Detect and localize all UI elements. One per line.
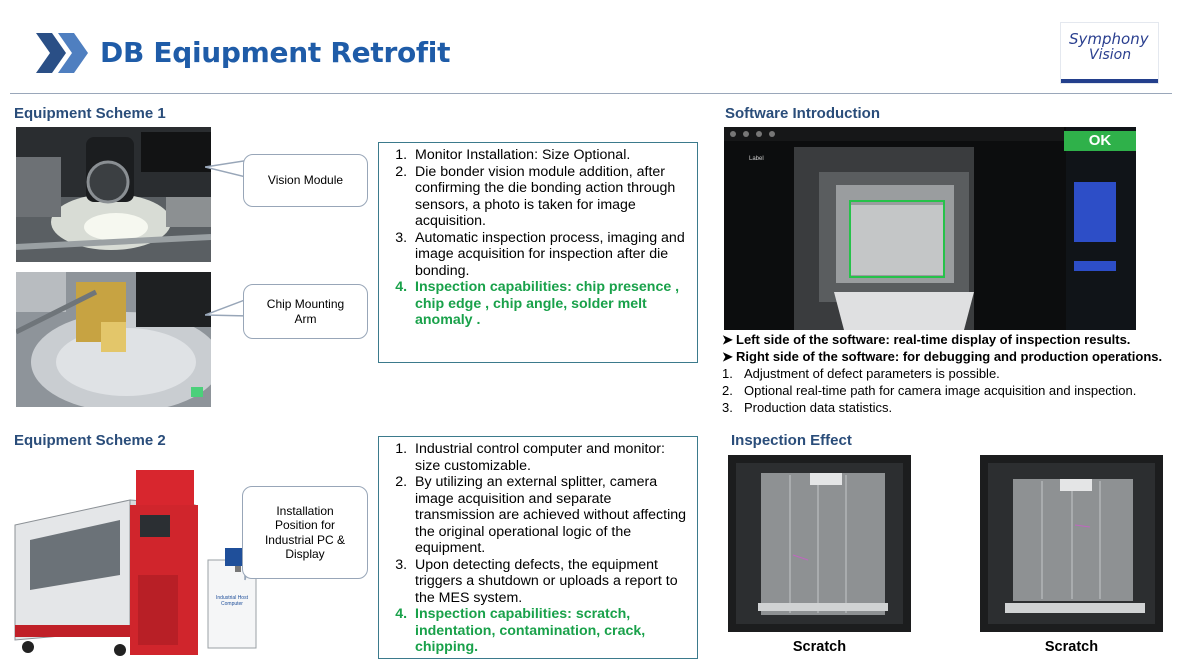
inspection-title: Inspection Effect [731, 432, 852, 449]
scheme1-item: Die bonder vision module addition, after… [411, 164, 689, 230]
software-numbered-item: 1.Adjustment of defect parameters is pos… [722, 366, 1000, 381]
inspection-caption: Scratch [1044, 639, 1099, 655]
chip-mounting-arm-photo [16, 272, 211, 407]
inspection-caption: Scratch [792, 639, 847, 655]
cabinet-label: Industrial Host Computer [216, 595, 248, 607]
scheme1-item-capabilities: Inspection capabilities: chip presence ,… [411, 279, 689, 329]
software-numbered-item: 3.Production data statistics. [722, 400, 893, 415]
scheme2-item-capabilities: Inspection capabilities: scratch, indent… [411, 606, 689, 656]
scheme1-title: Equipment Scheme 1 [14, 105, 166, 122]
software-screenshot: OK Label [724, 127, 1136, 330]
chevron-arrows-icon [36, 33, 88, 73]
scheme1-item: Automatic inspection process, imaging an… [411, 230, 689, 280]
software-title: Software Introduction [725, 105, 880, 122]
header-divider [10, 93, 1172, 94]
page-title: DB Eqiupment Retrofit [100, 36, 451, 69]
symphony-vision-logo: Symphony Vision [1060, 22, 1159, 84]
scheme2-item: By utilizing an external splitter, camer… [411, 474, 689, 557]
scheme2-title: Equipment Scheme 2 [14, 432, 166, 449]
inspection-image-1 [728, 455, 911, 632]
callout-pointers [205, 159, 250, 317]
scheme2-textbox: Industrial control computer and monitor:… [378, 436, 698, 659]
callout-installation-position: Installation Position for Industrial PC … [242, 486, 368, 579]
ok-status-badge: OK [1064, 131, 1136, 151]
equipment-photo: Industrial Host Computer [10, 465, 265, 660]
callout-vision-module: Vision Module [243, 154, 368, 207]
software-bullet: ➤Left side of the software: real-time di… [722, 332, 1131, 347]
software-bullet: ➤Right side of the software: for debuggi… [722, 349, 1163, 364]
scheme1-item: Monitor Installation: Size Optional. [411, 147, 689, 164]
scheme1-textbox: Monitor Installation: Size Optional. Die… [378, 142, 698, 363]
software-numbered-item: 2.Optional real-time path for camera ima… [722, 383, 1137, 398]
scheme2-item: Upon detecting defects, the equipment tr… [411, 557, 689, 607]
callout-chip-mounting-arm: Chip Mounting Arm [243, 284, 368, 339]
screen-label: Label [749, 156, 764, 162]
vision-module-photo [16, 127, 211, 262]
software-description: ➤Left side of the software: real-time di… [722, 331, 1192, 416]
inspection-image-2 [980, 455, 1163, 632]
scheme2-item: Industrial control computer and monitor:… [411, 441, 689, 474]
